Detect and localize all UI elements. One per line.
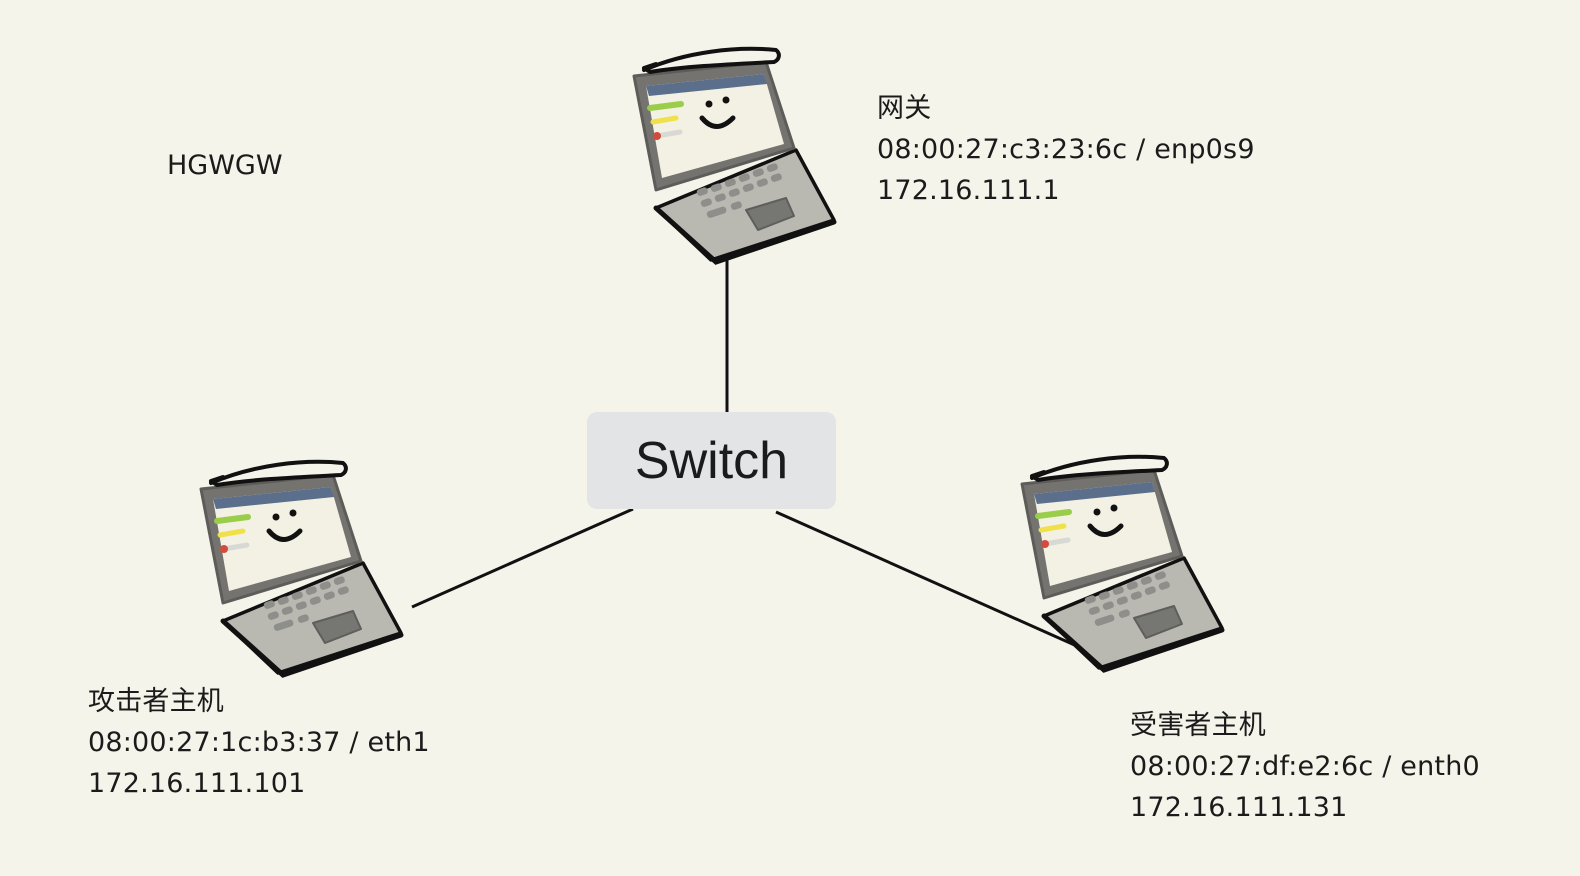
gateway-name: 网关 bbox=[877, 93, 932, 124]
gateway-ip: 172.16.111.1 bbox=[877, 175, 1060, 206]
laptop-gateway bbox=[632, 46, 837, 265]
victim-name: 受害者主机 bbox=[1130, 710, 1266, 741]
gateway-info: 网关 08:00:27:c3:23:6c / enp0s9 172.16.111… bbox=[877, 88, 1255, 211]
corner-label: HGWGW bbox=[167, 150, 283, 181]
attacker-ip: 172.16.111.101 bbox=[88, 768, 306, 799]
laptop-icon bbox=[1020, 454, 1225, 673]
attacker-info: 攻击者主机 08:00:27:1c:b3:37 / eth1 172.16.11… bbox=[88, 681, 430, 804]
laptop-icon bbox=[632, 46, 837, 265]
switch-label: Switch bbox=[634, 431, 789, 490]
link-switch-attacker bbox=[411, 507, 634, 609]
laptop-victim bbox=[1020, 454, 1225, 673]
victim-ip: 172.16.111.131 bbox=[1130, 792, 1348, 823]
victim-info: 受害者主机 08:00:27:df:e2:6c / enth0 172.16.1… bbox=[1130, 705, 1480, 828]
smiley-face-icon bbox=[699, 96, 736, 129]
attacker-mac-iface: 08:00:27:1c:b3:37 / eth1 bbox=[88, 727, 430, 758]
link-switch-victim bbox=[775, 510, 1098, 657]
switch-node: Switch bbox=[587, 412, 836, 509]
laptop-attacker bbox=[199, 459, 404, 678]
attacker-name: 攻击者主机 bbox=[88, 686, 224, 717]
smiley-face-icon bbox=[1087, 504, 1124, 537]
laptop-icon bbox=[199, 459, 404, 678]
gateway-mac-iface: 08:00:27:c3:23:6c / enp0s9 bbox=[877, 134, 1255, 165]
smiley-face-icon bbox=[266, 509, 303, 542]
victim-mac-iface: 08:00:27:df:e2:6c / enth0 bbox=[1130, 751, 1480, 782]
